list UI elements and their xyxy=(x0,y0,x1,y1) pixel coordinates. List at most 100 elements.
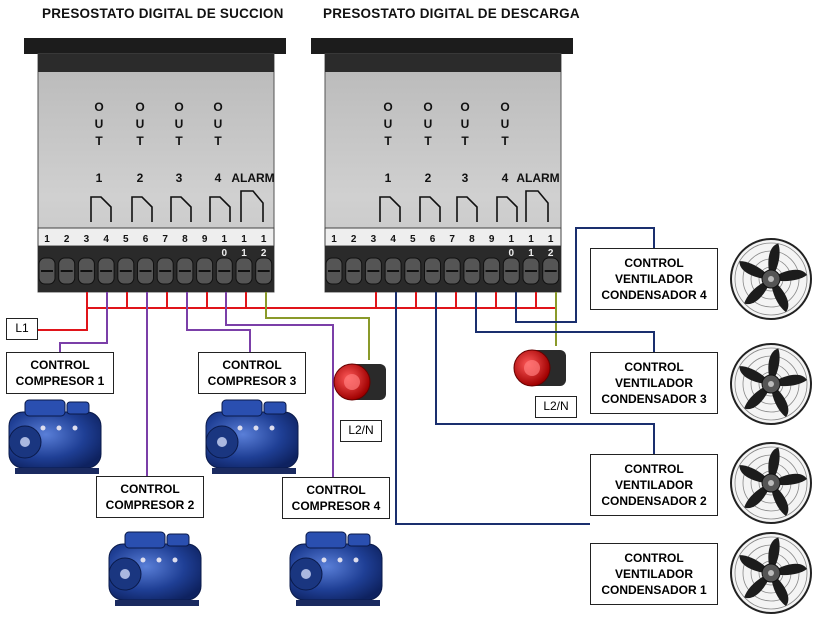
compressor-1-wire xyxy=(59,292,108,352)
out-letter: U xyxy=(95,117,104,131)
out-letter: T xyxy=(384,134,392,148)
bolt xyxy=(321,557,327,563)
controller-bezel xyxy=(24,38,286,54)
bolt xyxy=(40,425,46,431)
relay-contact-icon xyxy=(131,196,153,222)
compressor-icon xyxy=(8,399,102,474)
compressor-base xyxy=(115,600,199,606)
box-line: COMPRESOR 4 xyxy=(291,499,381,513)
box-line: VENTILADOR xyxy=(615,376,693,390)
compressor-hub xyxy=(301,569,311,579)
terminal-strip xyxy=(324,227,562,247)
terminal-block xyxy=(325,246,561,292)
bolt xyxy=(269,425,275,431)
relay-contact-icon xyxy=(525,190,549,222)
bolt xyxy=(253,425,259,431)
compressor-1-box: CONTROL COMPRESOR 1 xyxy=(6,352,114,394)
terminal-number: 5 xyxy=(123,234,129,245)
bolt xyxy=(353,557,359,563)
out-number: 2 xyxy=(137,171,144,185)
relay-contact-icon xyxy=(379,196,401,222)
box-line: CONDENSADOR 4 xyxy=(601,288,707,302)
terminal-number: 1 xyxy=(222,234,228,245)
terminal-number: 0 xyxy=(509,248,515,259)
terminal-number: 8 xyxy=(182,234,188,245)
fan-icon xyxy=(730,238,812,320)
out-letter: T xyxy=(501,134,509,148)
compressor-terminal-box xyxy=(166,533,190,547)
terminal-number: 7 xyxy=(162,234,168,245)
alarm-label: ALARM xyxy=(516,171,559,185)
relay-contact-icon xyxy=(170,196,192,222)
compressor-icon xyxy=(205,399,299,474)
terminal-number: 1 xyxy=(331,234,337,245)
bolt xyxy=(337,557,343,563)
out-number: 4 xyxy=(502,171,509,185)
box-line: VENTILADOR xyxy=(615,478,693,492)
fan-4-wire xyxy=(515,227,655,323)
terminal-number: 9 xyxy=(202,234,208,245)
terminal-number: 4 xyxy=(103,234,109,245)
out-letter: U xyxy=(501,117,510,131)
compressor-hub xyxy=(20,437,30,447)
terminal-number: 2 xyxy=(548,248,554,259)
terminal-number: 1 xyxy=(241,234,247,245)
bolt xyxy=(156,557,162,563)
box-line: CONTROL xyxy=(306,483,366,497)
terminal-number: 1 xyxy=(548,234,554,245)
suction-controller xyxy=(24,38,286,293)
terminal-number: 1 xyxy=(528,248,534,259)
controller-top-shade xyxy=(38,54,274,72)
terminal-number: 1 xyxy=(44,234,50,245)
out-letter: U xyxy=(461,117,470,131)
compressor-terminal-box xyxy=(66,401,90,415)
box-line: COMPRESOR 2 xyxy=(105,498,195,512)
out-letter: U xyxy=(175,117,184,131)
terminal-number: 2 xyxy=(351,234,357,245)
box-line: CONTROL xyxy=(624,462,684,476)
title-discharge: PRESOSTATO DIGITAL DE DESCARGA xyxy=(323,6,580,21)
compressor-2-box: CONTROL COMPRESOR 2 xyxy=(96,476,204,518)
out-number: 1 xyxy=(96,171,103,185)
compressor-hub xyxy=(120,569,130,579)
box-line: VENTILADOR xyxy=(615,272,693,286)
box-line: COMPRESOR 1 xyxy=(15,374,105,388)
bolt xyxy=(140,557,146,563)
compressor-terminal-box xyxy=(347,533,371,547)
l2n-tag-right: L2/N xyxy=(535,396,577,418)
fan-3-wire xyxy=(475,292,655,352)
compressor-base xyxy=(15,468,99,474)
relay-contact-icon xyxy=(419,196,441,222)
terminal-strip xyxy=(37,227,275,247)
box-line: CONTROL xyxy=(30,358,90,372)
compressor-icon xyxy=(289,531,383,606)
bolt xyxy=(172,557,178,563)
terminal-number: 3 xyxy=(84,234,90,245)
box-line: CONTROL xyxy=(624,256,684,270)
discharge-controller xyxy=(311,38,573,293)
fan-hub-center xyxy=(768,276,774,282)
fan-4-box: CONTROL VENTILADOR CONDENSADOR 4 xyxy=(590,248,718,310)
compressor-base xyxy=(296,600,380,606)
terminal-number: 8 xyxy=(469,234,475,245)
terminal-number: 2 xyxy=(64,234,70,245)
box-line: CONDENSADOR 3 xyxy=(601,392,707,406)
out-letter: T xyxy=(461,134,469,148)
bolt xyxy=(56,425,62,431)
compressor-icon xyxy=(108,531,202,606)
fan-2-wire xyxy=(435,292,655,454)
relay-contact-icon xyxy=(240,190,264,222)
fan-2-box: CONTROL VENTILADOR CONDENSADOR 2 xyxy=(590,454,718,516)
fan-guard-ring xyxy=(734,446,808,520)
alarm-label: ALARM xyxy=(231,171,274,185)
box-line: VENTILADOR xyxy=(615,567,693,581)
out-letter: U xyxy=(214,117,223,131)
compressor-hub xyxy=(217,437,227,447)
fan-1-wire xyxy=(395,292,590,525)
fan-icon xyxy=(730,343,812,425)
buzzer-light xyxy=(524,360,540,376)
out-number: 4 xyxy=(215,171,222,185)
